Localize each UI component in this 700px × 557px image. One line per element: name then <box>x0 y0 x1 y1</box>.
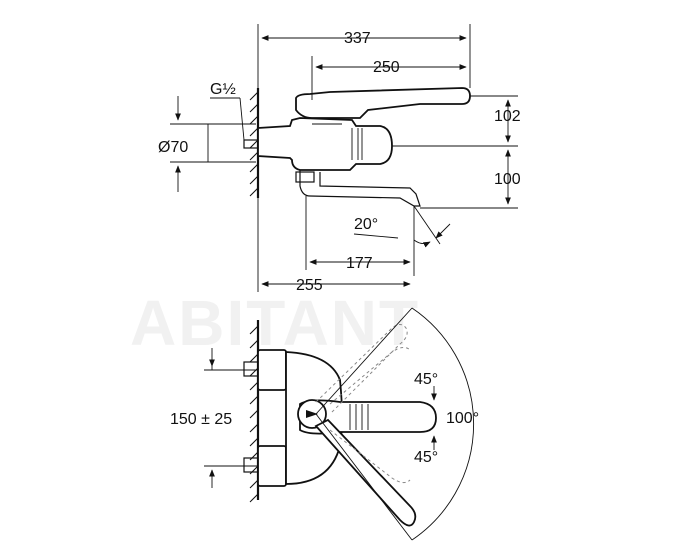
dim-overall-width-label: 337 <box>344 30 371 47</box>
dim-angle-lower-label: 45° <box>414 449 438 466</box>
dim-spout-angle-label: 20° <box>354 216 378 233</box>
dim-overall-width: 337 <box>257 24 471 88</box>
dim-lower-height-label: 100 <box>494 171 521 188</box>
dim-thread: G½ <box>210 81 245 141</box>
lever-ghost-positions <box>315 324 411 484</box>
dim-spout-reach: 177 <box>305 196 411 272</box>
side-view: 337 250 G½ Ø70 <box>158 24 521 294</box>
dim-diameter-label: Ø70 <box>158 139 188 156</box>
dim-angle-upper-label: 45° <box>414 371 438 388</box>
angle-arc: 45° 100° 45° <box>315 307 479 541</box>
dim-centres-label: 150 ± 25 <box>170 411 232 428</box>
dim-wall-to-spout: 255 <box>257 198 411 294</box>
dim-upper-height-label: 102 <box>494 108 521 125</box>
dim-handle-length: 250 <box>311 56 467 100</box>
watermark-text: ABITANT <box>130 287 420 359</box>
dim-angle-total-label: 100° <box>446 410 479 427</box>
top-view: 45° 100° 45° 150 ± 25 <box>170 307 479 541</box>
wall-upper <box>249 88 260 198</box>
dim-handle-length-label: 250 <box>373 59 400 76</box>
dim-heights: 102 100 <box>392 95 521 209</box>
dim-spout-reach-label: 177 <box>346 255 373 272</box>
dim-spout-angle: 20° <box>353 205 451 276</box>
dim-diameter: Ø70 <box>158 96 256 192</box>
dim-centres: 150 ± 25 <box>170 348 258 488</box>
wall-connectors <box>243 349 287 487</box>
dim-thread-label: G½ <box>210 81 236 98</box>
faucet-side-body <box>243 87 471 207</box>
dim-wall-to-spout-label: 255 <box>296 277 323 294</box>
